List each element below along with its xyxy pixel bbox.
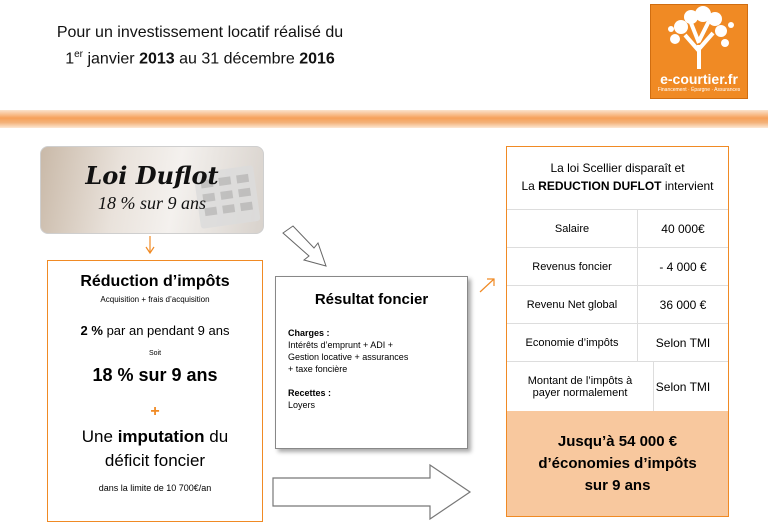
limit-line: dans la limite de 10 700€/an xyxy=(98,483,212,493)
imputation-line: Une imputation du xyxy=(81,427,229,446)
row-label: Montant de l’impôts à payer normalement xyxy=(507,362,654,412)
table-row: Economie d’impôts Selon TMI xyxy=(507,323,728,361)
table-row: Revenu Net global 36 000 € xyxy=(507,285,728,323)
resultat-title: Résultat foncier xyxy=(314,291,429,308)
charges-line: Gestion locative + assurances xyxy=(288,352,409,362)
duflot-summary-panel: La loi Scellier disparaît et La REDUCTIO… xyxy=(506,146,729,517)
title-line-1: Pour un investissement locatif réalisé d… xyxy=(56,24,344,41)
duflot-name: Loi Duflot xyxy=(85,161,219,190)
panel-header-line-1: La loi Scellier disparaît et xyxy=(550,161,685,175)
row-value: Selon TMI xyxy=(655,380,711,394)
savings-line: d’économies d’impôts xyxy=(538,455,697,472)
logo-tagline: Financement · Épargne · Assurances xyxy=(657,87,741,93)
charges-line: + taxe foncière xyxy=(288,364,348,374)
savings-line: Jusqu’à 54 000 € xyxy=(557,433,678,450)
savings-highlight: Jusqu’à 54 000 € d’économies d’impôts su… xyxy=(507,411,728,516)
table-row: Montant de l’impôts à payer normalement … xyxy=(507,361,728,412)
panel-header-line-2: La REDUCTION DUFLOT intervient xyxy=(521,179,714,193)
reduction-box: Réduction d’impôts Acquisition + frais d… xyxy=(47,260,263,522)
row-value: Selon TMI xyxy=(655,335,711,350)
row-label: Economie d’impôts xyxy=(507,324,638,361)
e-courtier-logo: e-courtier.fr Financement · Épargne · As… xyxy=(650,4,748,99)
recettes-value: Loyers xyxy=(288,400,316,410)
resultat-foncier-box: Résultat foncier Charges : Intérêts d’em… xyxy=(275,276,468,449)
decorative-band xyxy=(0,110,768,128)
row-value: 36 000 € xyxy=(659,297,707,312)
tree-icon xyxy=(668,6,734,69)
row-value: 40 000€ xyxy=(661,221,705,236)
table-row: Revenus foncier - 4 000 € xyxy=(507,247,728,285)
page-title: Pour un investissement locatif réalisé d… xyxy=(20,22,380,70)
summary-table: Salaire 40 000€ Revenus foncier - 4 000 … xyxy=(507,209,728,412)
title-line-2: 1er janvier 2013 au 31 décembre 2016 xyxy=(65,49,335,68)
reduction-soit: Soit xyxy=(148,350,162,357)
panel-header: La loi Scellier disparaît et La REDUCTIO… xyxy=(507,147,728,207)
reduction-total: 18 % sur 9 ans xyxy=(92,365,218,385)
down-arrow-icon xyxy=(145,236,155,255)
reduction-title: Réduction d’impôts xyxy=(80,273,230,290)
deficit-line: déficit foncier xyxy=(104,451,206,470)
row-label: Revenus foncier xyxy=(507,248,638,285)
charges-line: Intérêts d’emprunt + ADI + xyxy=(288,340,394,350)
diagonal-outline-arrow-icon xyxy=(282,225,327,267)
recettes-label: Recettes : xyxy=(288,388,332,398)
duflot-banner: Loi Duflot 18 % sur 9 ans xyxy=(40,146,264,234)
row-value: - 4 000 € xyxy=(659,259,707,274)
right-outline-arrow-icon xyxy=(272,463,472,521)
savings-line: sur 9 ans xyxy=(584,477,651,494)
logo-brand: e-courtier.fr xyxy=(660,71,738,87)
row-label: Revenu Net global xyxy=(507,286,638,323)
table-row: Salaire 40 000€ xyxy=(507,209,728,247)
reduction-rate: 2 % par an pendant 9 ans xyxy=(80,323,230,338)
reduction-subtitle: Acquisition + frais d’acquisition xyxy=(100,295,210,304)
row-label: Salaire xyxy=(507,210,638,247)
up-right-arrow-icon xyxy=(479,278,495,293)
duflot-rate: 18 % sur 9 ans xyxy=(97,193,206,213)
charges-block: Charges : Intérêts d’emprunt + ADI + Ges… xyxy=(288,327,408,411)
plus-sign: + xyxy=(150,403,160,420)
charges-label: Charges : xyxy=(288,328,330,338)
